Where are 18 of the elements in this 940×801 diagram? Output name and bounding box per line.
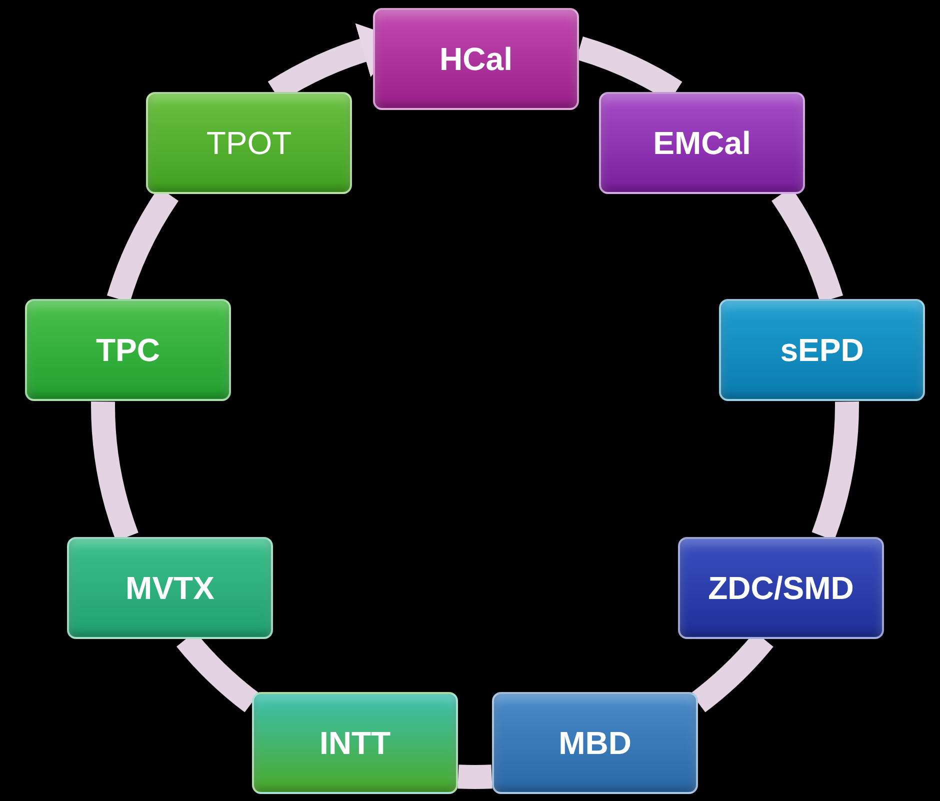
process-box bbox=[599, 92, 805, 194]
box-label: sEPD bbox=[780, 332, 864, 368]
box-label: MVTX bbox=[126, 570, 214, 606]
box-label: INTT bbox=[319, 724, 391, 762]
process-box bbox=[492, 692, 698, 794]
box-label: TPC bbox=[96, 332, 160, 368]
box-label: EMCal bbox=[653, 124, 751, 162]
box-label: ZDC/SMD bbox=[708, 570, 854, 606]
box-label: HCal bbox=[440, 40, 512, 78]
process-box bbox=[67, 537, 273, 639]
process-box bbox=[678, 537, 884, 639]
process-box bbox=[252, 692, 458, 794]
process-box bbox=[373, 8, 579, 110]
process-box bbox=[25, 299, 231, 401]
box-label: TPOT bbox=[206, 124, 292, 162]
process-box bbox=[146, 92, 352, 194]
box-label: MBD bbox=[558, 724, 632, 762]
process-box bbox=[719, 299, 925, 401]
